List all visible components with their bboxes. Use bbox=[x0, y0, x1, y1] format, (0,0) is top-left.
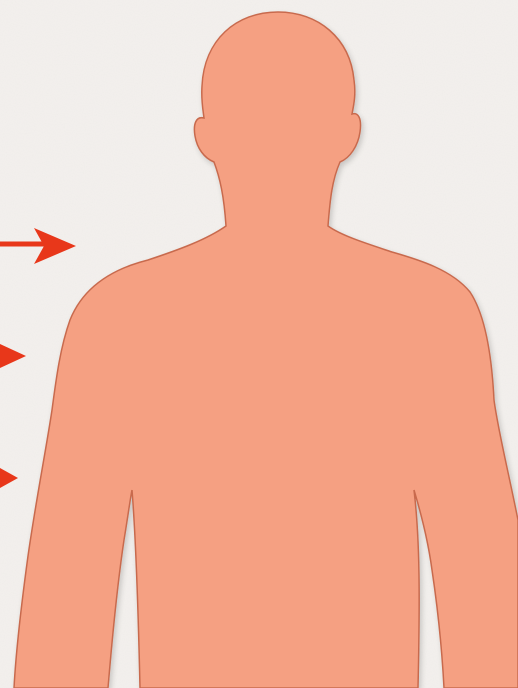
arrow-middle bbox=[0, 344, 26, 368]
arrow-upper bbox=[0, 228, 76, 264]
arrow-lower bbox=[0, 468, 18, 488]
human-body-silhouette bbox=[14, 12, 518, 688]
